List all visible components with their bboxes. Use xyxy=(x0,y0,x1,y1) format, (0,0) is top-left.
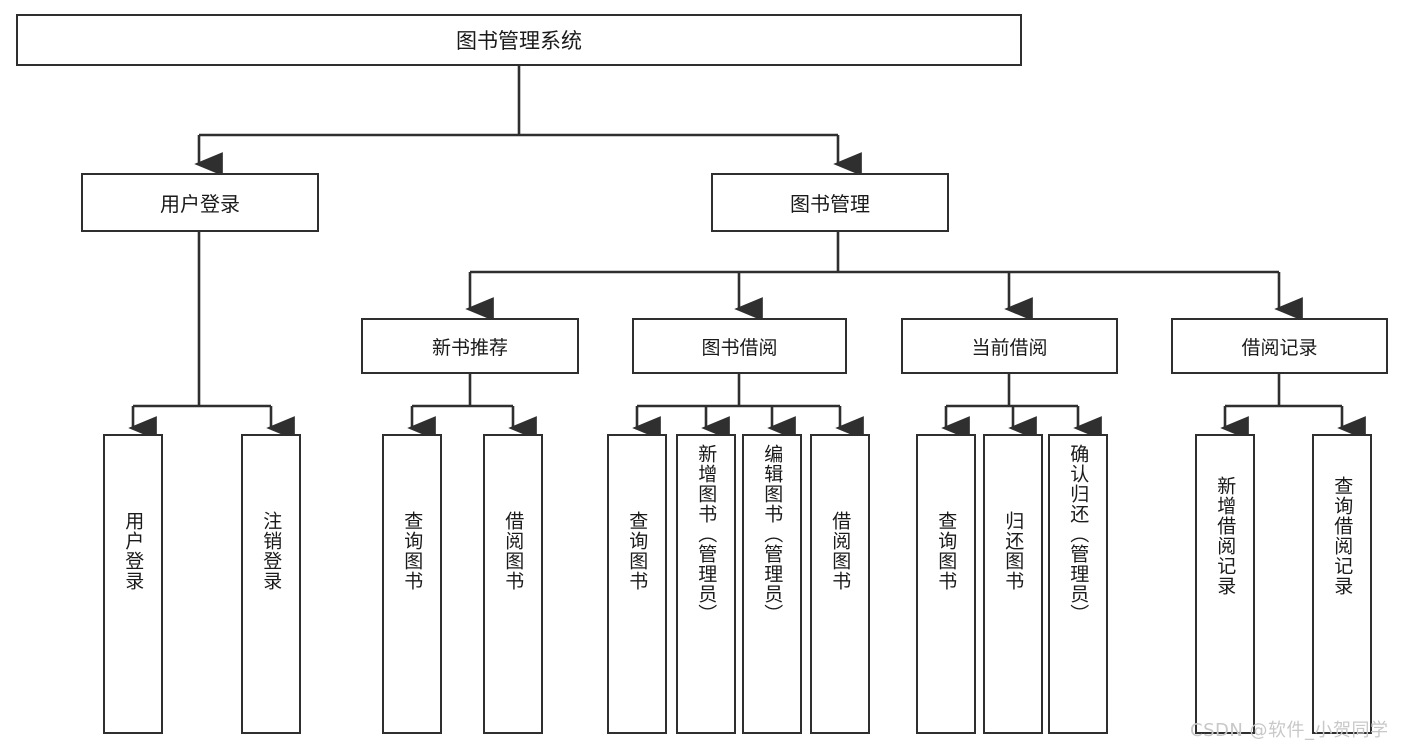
node-book-management-label: 图书管理 xyxy=(790,192,870,216)
leaf-confirm-return-admin-label: 确认归还（管理员） xyxy=(1067,444,1090,624)
leaf-user-logout[interactable]: 注销登录 xyxy=(241,434,301,734)
leaf-borrow-book-label: 借阅图书 xyxy=(829,511,852,591)
node-borrow-record-label: 借阅记录 xyxy=(1241,336,1318,359)
node-borrow-record[interactable]: 借阅记录 xyxy=(1171,318,1388,374)
leaf-query-book-current[interactable]: 查询图书 xyxy=(916,434,976,734)
leaf-borrow-book-recommend-label: 借阅图书 xyxy=(502,511,525,591)
leaf-add-borrow-record-label: 新增借阅记录 xyxy=(1214,476,1237,596)
node-book-management[interactable]: 图书管理 xyxy=(711,173,949,232)
node-root-system[interactable]: 图书管理系统 xyxy=(16,14,1022,66)
leaf-borrow-book-recommend[interactable]: 借阅图书 xyxy=(483,434,543,734)
leaf-query-book-recommend-label: 查询图书 xyxy=(401,511,424,591)
leaf-user-login-label: 用户登录 xyxy=(122,511,145,591)
leaf-add-book-admin[interactable]: 新增图书（管理员） xyxy=(676,434,736,734)
node-current-borrow[interactable]: 当前借阅 xyxy=(901,318,1118,374)
leaf-add-book-admin-label: 新增图书（管理员） xyxy=(695,444,718,624)
node-user-login[interactable]: 用户登录 xyxy=(81,173,319,232)
node-book-borrow-label: 图书借阅 xyxy=(701,336,778,359)
node-book-borrow[interactable]: 图书借阅 xyxy=(632,318,847,374)
leaf-query-borrow-record-label: 查询借阅记录 xyxy=(1331,476,1354,596)
leaf-add-borrow-record[interactable]: 新增借阅记录 xyxy=(1195,434,1255,734)
leaf-query-borrow-record[interactable]: 查询借阅记录 xyxy=(1312,434,1372,734)
leaf-return-book-label: 归还图书 xyxy=(1002,511,1025,591)
node-root-label: 图书管理系统 xyxy=(456,29,582,53)
node-user-login-label: 用户登录 xyxy=(160,192,240,216)
node-new-book-recommend-label: 新书推荐 xyxy=(431,336,508,359)
leaf-user-login[interactable]: 用户登录 xyxy=(103,434,163,734)
node-new-book-recommend[interactable]: 新书推荐 xyxy=(361,318,579,374)
leaf-borrow-book[interactable]: 借阅图书 xyxy=(810,434,870,734)
watermark-text: CSDN @软件_小贺同学 xyxy=(1190,720,1389,741)
leaf-confirm-return-admin[interactable]: 确认归还（管理员） xyxy=(1048,434,1108,734)
leaf-query-book-borrow[interactable]: 查询图书 xyxy=(607,434,667,734)
node-current-borrow-label: 当前借阅 xyxy=(971,336,1048,359)
leaf-edit-book-admin-label: 编辑图书（管理员） xyxy=(761,444,784,624)
leaf-query-book-recommend[interactable]: 查询图书 xyxy=(382,434,442,734)
leaf-return-book[interactable]: 归还图书 xyxy=(983,434,1043,734)
leaf-query-book-borrow-label: 查询图书 xyxy=(626,511,649,591)
leaf-query-book-current-label: 查询图书 xyxy=(935,511,958,591)
leaf-user-logout-label: 注销登录 xyxy=(260,511,283,591)
leaf-edit-book-admin[interactable]: 编辑图书（管理员） xyxy=(742,434,802,734)
